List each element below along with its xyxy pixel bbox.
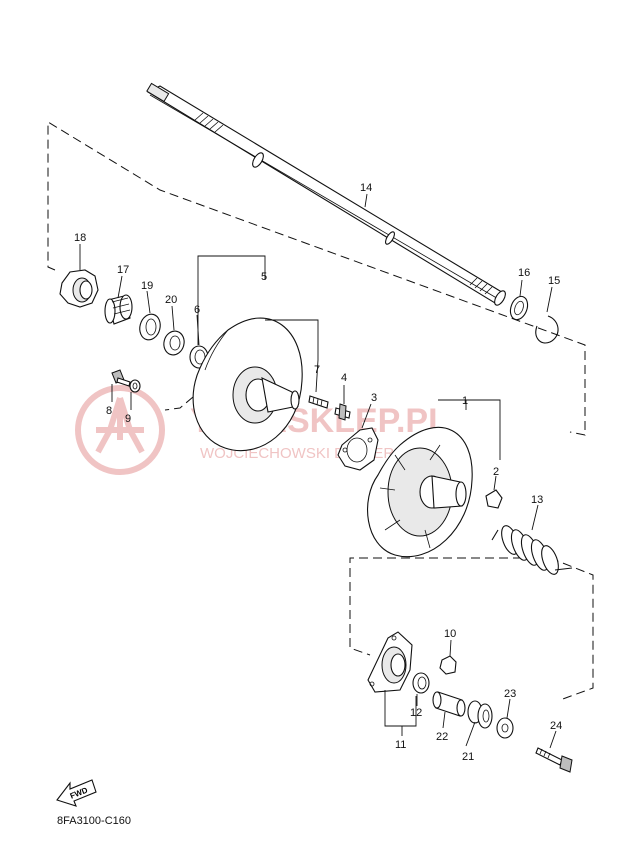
callout-4: 4 xyxy=(341,372,347,384)
bushings-21 xyxy=(467,700,493,729)
collar-22 xyxy=(432,691,466,717)
gasket xyxy=(337,427,379,471)
callout-11: 11 xyxy=(395,739,406,751)
bolt-24 xyxy=(535,747,573,773)
callout-23: 23 xyxy=(504,688,516,700)
circlip xyxy=(535,315,559,344)
shaft-collar xyxy=(509,295,529,321)
nut-10 xyxy=(439,655,457,675)
yamaha-logo-watermark xyxy=(75,385,165,475)
callout-3: 3 xyxy=(371,392,377,404)
diagram-code: 8FA3100-C160 xyxy=(57,815,131,827)
movable-sheave xyxy=(367,426,473,558)
callout-6: 6 xyxy=(194,304,200,316)
callout-20: 20 xyxy=(165,294,177,306)
callout-7: 7 xyxy=(314,364,320,376)
callout-10: 10 xyxy=(444,628,456,640)
drive-shaft xyxy=(146,82,506,306)
callout-15: 15 xyxy=(548,275,560,287)
spring-collar xyxy=(104,294,133,325)
callout-1: 1 xyxy=(462,395,468,407)
callout-22: 22 xyxy=(436,731,448,743)
washer-20 xyxy=(163,330,185,356)
washer-23 xyxy=(496,717,514,739)
washer-19 xyxy=(139,313,161,341)
callout-17: 17 xyxy=(117,264,129,276)
callout-8: 8 xyxy=(106,405,112,417)
stud-bolt xyxy=(308,395,329,409)
callout-19: 19 xyxy=(141,280,153,292)
callout-13: 13 xyxy=(531,494,543,506)
callout-numbers: 1 2 3 4 5 6 7 8 9 10 11 12 13 14 15 16 1… xyxy=(74,182,562,763)
callout-24: 24 xyxy=(550,720,562,732)
assembly-outlines xyxy=(47,121,594,701)
cam xyxy=(367,631,413,693)
callout-18: 18 xyxy=(74,232,86,244)
callout-14: 14 xyxy=(360,182,372,194)
torsion-spring xyxy=(491,525,573,575)
leader-lines xyxy=(79,193,557,749)
fwd-arrow-icon: FWD xyxy=(56,779,97,807)
castle-nut xyxy=(59,269,99,308)
washer-9 xyxy=(129,379,141,393)
callout-12: 12 xyxy=(410,707,422,719)
slider xyxy=(485,489,503,509)
fixed-sheave xyxy=(192,317,303,452)
callout-21: 21 xyxy=(462,751,474,763)
callout-16: 16 xyxy=(518,267,530,279)
callout-5: 5 xyxy=(261,271,267,283)
callout-2: 2 xyxy=(493,466,499,478)
bushing-12 xyxy=(412,672,430,694)
callout-9: 9 xyxy=(125,413,131,425)
bolt-4 xyxy=(334,403,351,421)
bolt-8 xyxy=(111,369,131,387)
